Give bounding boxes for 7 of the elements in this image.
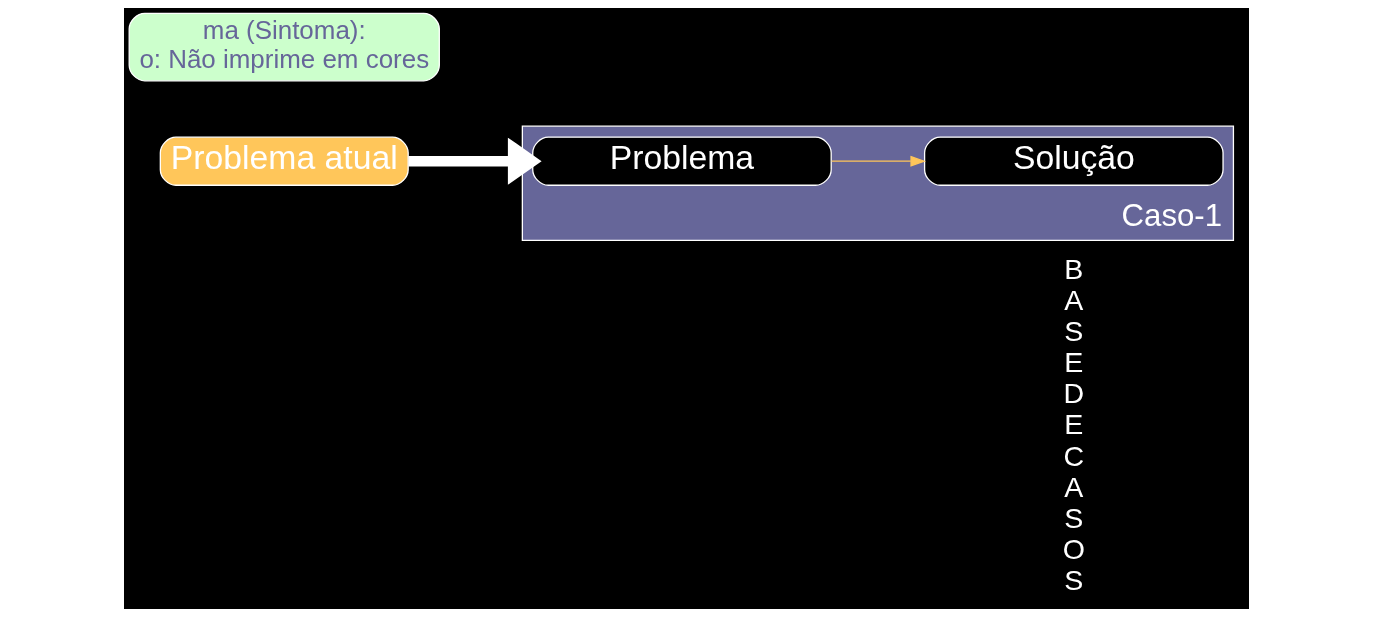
node-box: Problema atual	[159, 136, 409, 186]
node-box: ma (Sintoma): o: Não imprime em cores	[128, 12, 440, 82]
label: BASEDECASOS	[1062, 252, 1085, 597]
arrow	[408, 137, 542, 185]
node-box: Problema	[532, 136, 832, 186]
node-box: Solução	[923, 136, 1224, 186]
arrow	[830, 155, 926, 167]
